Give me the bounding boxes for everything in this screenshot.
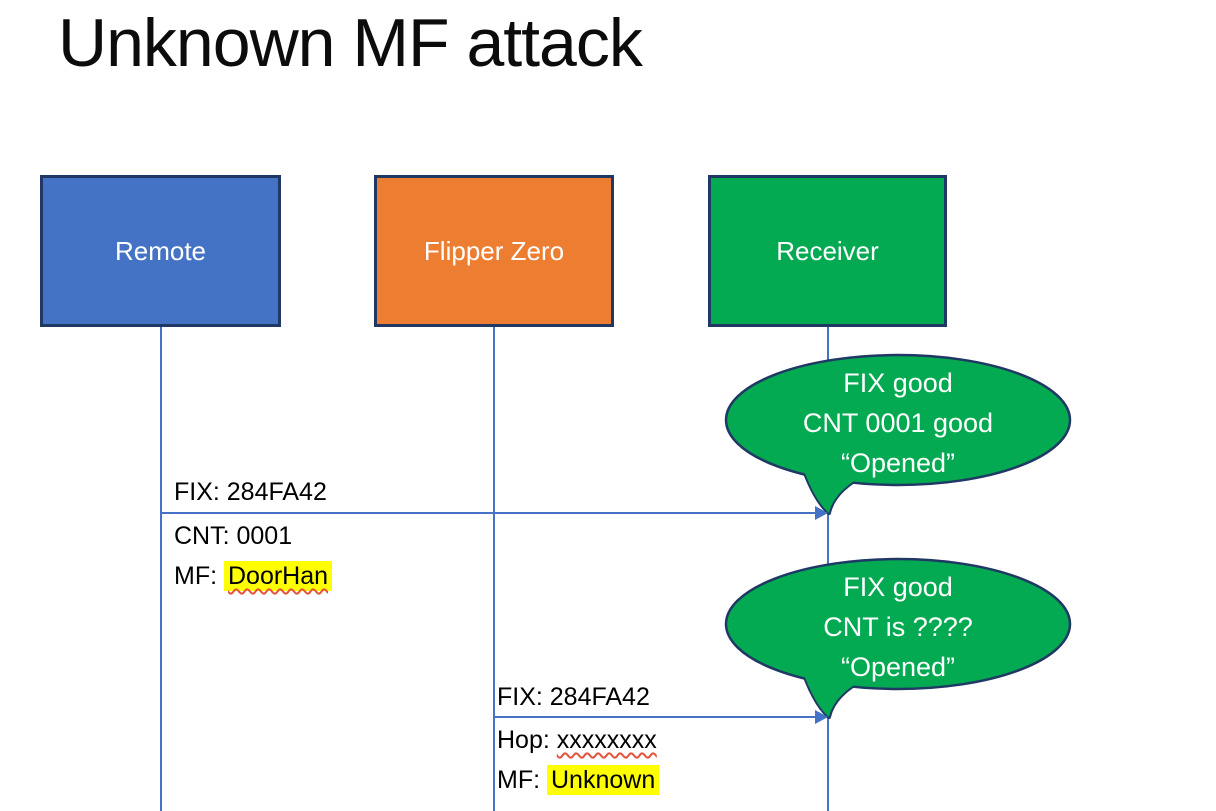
lifeline-remote (160, 327, 162, 811)
actor-label-remote: Remote (114, 235, 207, 266)
actor-label-receiver: Receiver (776, 235, 879, 266)
message-line-remote-to-receiver (161, 512, 828, 514)
callout-second-line2: CNT is ???? (823, 612, 973, 642)
message2-mf-prefix: MF: (497, 766, 547, 794)
callout-second-text: FIX good CNT is ???? “Opened” (726, 567, 1070, 687)
actor-box-flipper-zero: Flipper Zero (374, 175, 614, 327)
message2-mf-line: MF: Unknown (497, 760, 660, 800)
callout-first-line1: FIX good (843, 368, 953, 398)
callout-first-line2: CNT 0001 good (802, 408, 994, 438)
message1-fix: FIX: 284FA42 (174, 478, 327, 506)
message-line-flipper-to-receiver (494, 716, 828, 718)
arrowhead-icon (815, 710, 828, 724)
actor-label-flipper-zero: Flipper Zero (423, 235, 565, 266)
callout-first-line3: “Opened” (840, 448, 956, 478)
message1-mf-line: MF: DoorHan (174, 556, 333, 596)
message2-hop-prefix: Hop: (497, 726, 557, 754)
arrowhead-icon (815, 506, 828, 520)
slide-title: Unknown MF attack (58, 5, 643, 81)
lifeline-flipper-zero (493, 327, 495, 811)
message2-hop-value-underlined: xxxxxxxx (556, 726, 657, 754)
message1-mf-value-highlighted: DoorHan (224, 561, 333, 591)
message1-label-above: FIX: 284FA42 (174, 472, 327, 512)
callout-bubble-second (724, 557, 1072, 719)
actor-box-receiver: Receiver (708, 175, 947, 327)
message1-cnt: CNT: 0001 (174, 522, 293, 550)
callout-second-line3: “Opened” (840, 652, 956, 682)
message2-label-above: FIX: 284FA42 (497, 677, 650, 717)
message1-mf-prefix: MF: (174, 562, 224, 590)
message2-mf-value-highlighted: Unknown (547, 765, 660, 795)
message1-label-below: CNT: 0001 MF: DoorHan (174, 516, 333, 596)
message2-hop-line: Hop: xxxxxxxx (497, 720, 659, 760)
actor-box-remote: Remote (40, 175, 281, 327)
message2-fix: FIX: 284FA42 (497, 683, 650, 711)
callout-second-line1: FIX good (843, 572, 953, 602)
callout-first-text: FIX good CNT 0001 good “Opened” (726, 363, 1070, 483)
callout-bubble-first (724, 353, 1072, 515)
message2-label-below: Hop: xxxxxxxx MF: Unknown (497, 720, 660, 800)
